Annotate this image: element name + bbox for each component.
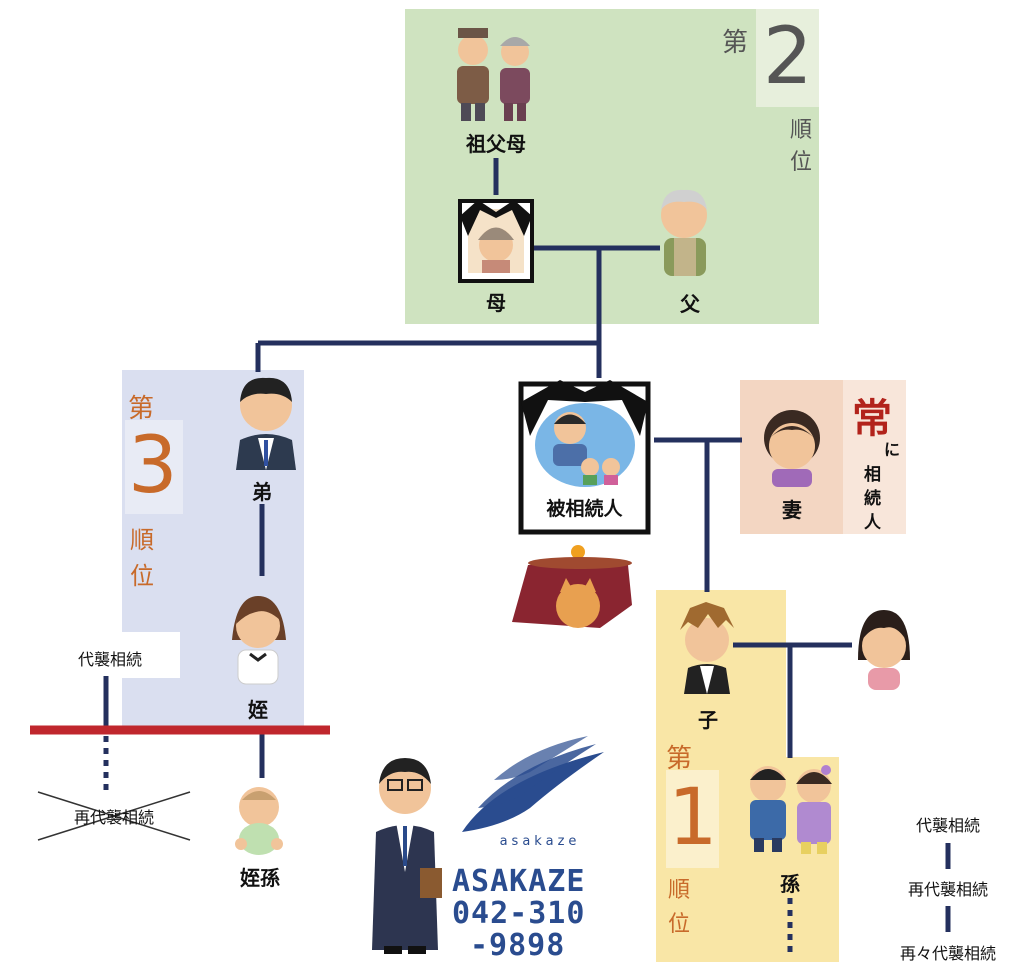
rank3-jun: 順: [130, 526, 154, 554]
kotatsu-cat-icon: [512, 545, 632, 628]
daishu-left-box: [40, 632, 180, 678]
brother-icon: [236, 377, 296, 470]
label-niece: 姪: [248, 698, 268, 722]
always-ni: に: [884, 440, 901, 459]
always-tsune: 常: [852, 396, 892, 442]
brand-phone-2: -9898: [470, 928, 566, 963]
always-zoku: 続: [864, 489, 881, 509]
niece-icon: [232, 596, 286, 685]
father-icon: [661, 189, 707, 276]
rank2-number-bg: [756, 9, 819, 107]
rank2-jun: 順: [790, 118, 813, 143]
rank1-jun: 順: [668, 878, 691, 903]
rank2-number: 2: [763, 12, 813, 102]
brand-phone-1: 042-310: [452, 896, 586, 931]
rank2-i: 位: [790, 150, 813, 175]
label-wife: 妻: [782, 498, 802, 522]
wife-icon: [764, 410, 820, 487]
always-so: 相: [864, 465, 881, 485]
rank1-number-bg: [666, 770, 719, 868]
label-father: 父: [680, 292, 700, 316]
rank3-number: 3: [128, 421, 178, 511]
grandchildren-icon: [750, 765, 832, 854]
brand-logo-text: asakaze: [499, 834, 581, 849]
always-nin: 人: [864, 513, 881, 533]
rank3-i: 位: [130, 562, 154, 590]
label-grandniece: 姪孫: [240, 866, 280, 890]
note-saidaishu-crossed: 再代襲相続: [73, 808, 154, 827]
legend-saidaishu: 再代襲相続: [907, 880, 988, 899]
grandparents-icon: [457, 28, 530, 121]
asakaze-wave-logo: [462, 736, 604, 832]
legend-daishu: 代襲相続: [915, 816, 980, 835]
label-child: 子: [698, 708, 718, 732]
rank1-i: 位: [668, 912, 691, 937]
lawyer-icon: [372, 758, 442, 954]
rank1-number: 1: [668, 773, 718, 863]
rank2-dai: 第: [722, 28, 749, 58]
grandniece-baby-icon: [235, 787, 283, 855]
rank3-number-bg: [125, 420, 183, 514]
child-icon: [680, 602, 734, 694]
rank3-dai: 第: [128, 394, 155, 424]
label-mother: 母: [486, 291, 506, 315]
brand-name: ASAKAZE: [452, 864, 586, 899]
spouse-note-bg: [843, 380, 906, 534]
label-deceased: 被相続人: [531, 494, 638, 521]
label-grandchildren: 孫: [780, 872, 800, 896]
label-brother: 弟: [252, 480, 272, 504]
rank1-dai: 第: [666, 744, 693, 774]
legend-saisaidaishu: 再々代襲相続: [899, 944, 996, 963]
mother-portrait-icon: [458, 199, 534, 283]
note-daishu-left: 代襲相続: [77, 650, 142, 669]
child-spouse-icon: [858, 610, 910, 690]
label-grandparents: 祖父母: [466, 132, 526, 156]
